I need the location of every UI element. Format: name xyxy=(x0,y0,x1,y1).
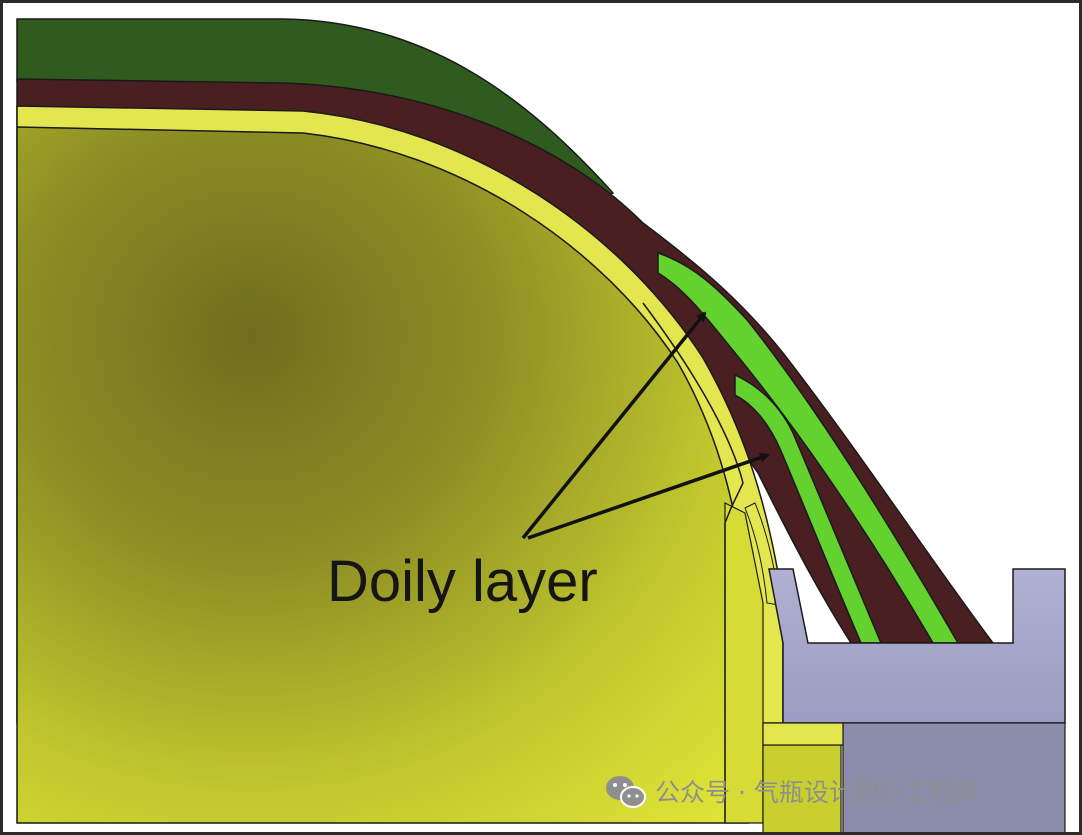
liner-inner-boundary xyxy=(642,302,744,823)
boss-bore xyxy=(842,722,1066,832)
pressure-vessel-dome-cross-section: Doily layer 公众号 · 气瓶设计的小工程师 xyxy=(16,18,1066,832)
boss-insert-top xyxy=(762,722,844,746)
doily-layer-label: Doily layer xyxy=(327,549,598,614)
callout-arrow-upper xyxy=(521,311,707,540)
metal-boss xyxy=(768,568,1066,724)
callout-arrow-lower xyxy=(527,452,770,540)
watermark-text: 公众号 · 气瓶设计的小工程师 xyxy=(655,778,979,807)
wechat-icon xyxy=(606,776,646,808)
